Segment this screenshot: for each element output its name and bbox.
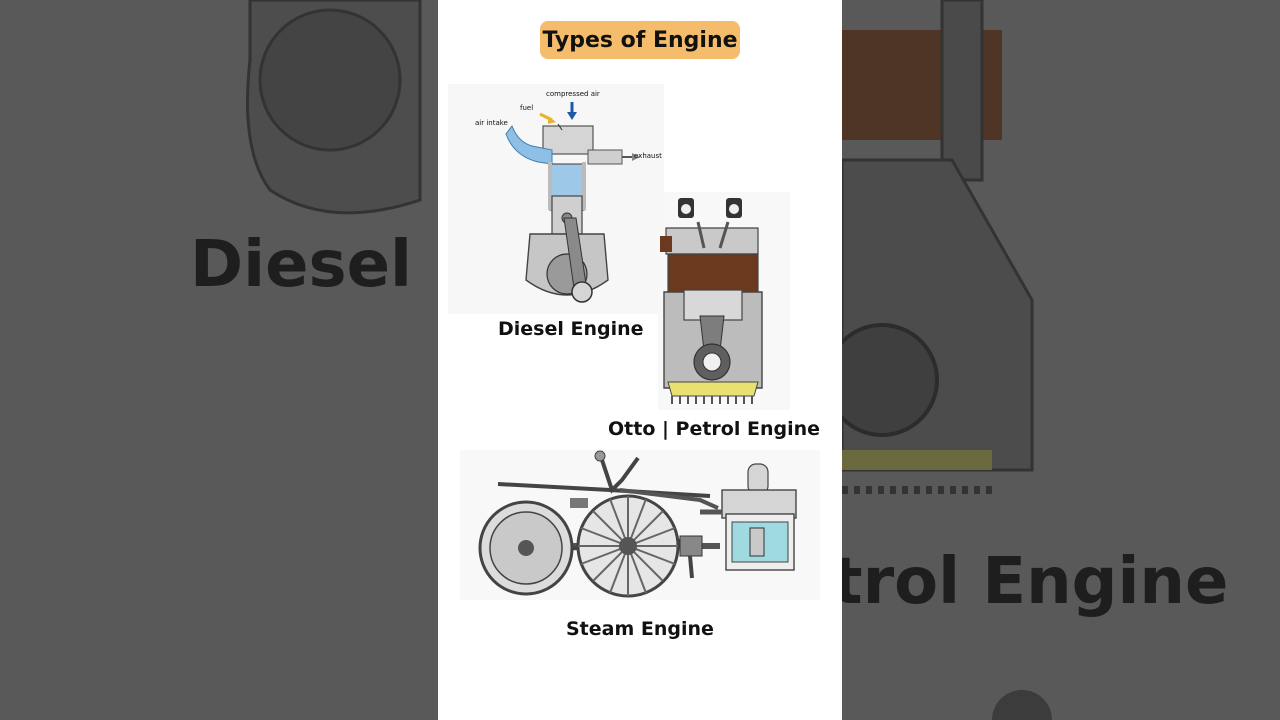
diesel-engine-label: Diesel Engine — [498, 318, 644, 340]
callout-compressed-air: compressed air — [546, 90, 600, 98]
background-engine-left-illustration — [246, 0, 422, 215]
callout-air-intake: air intake — [475, 119, 508, 127]
diesel-engine-diagram — [448, 84, 664, 314]
content-panel: Types of Engine compressed air fuel air … — [438, 0, 842, 720]
otto-engine-diagram — [658, 192, 790, 410]
background-right-text: trol Engine — [842, 545, 1229, 619]
otto-engine-label: Otto | Petrol Engine — [608, 418, 821, 440]
title-badge: Types of Engine — [540, 21, 740, 59]
background-left: Diesel E — [0, 0, 438, 720]
callout-fuel: fuel — [520, 104, 534, 112]
background-right: trol Engine — [842, 0, 1280, 720]
callout-exhaust: exhaust — [634, 152, 662, 160]
steam-engine-label: Steam Engine — [566, 618, 714, 640]
page-title: Types of Engine — [542, 27, 738, 53]
steam-engine-diagram — [460, 450, 820, 600]
background-left-text: Diesel E — [190, 228, 438, 302]
background-engine-right-illustration — [842, 0, 1052, 720]
